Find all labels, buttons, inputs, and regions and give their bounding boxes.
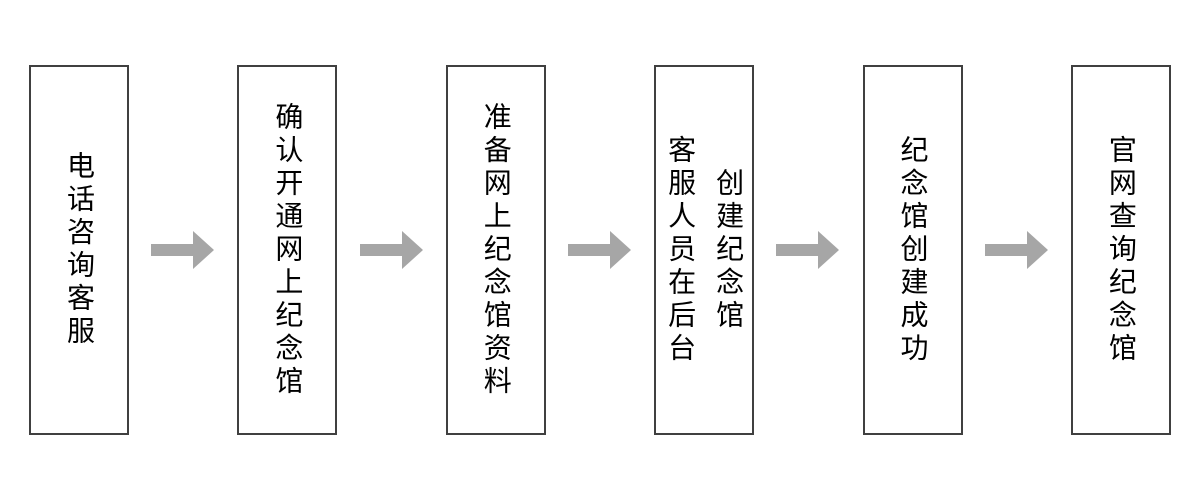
- flow-step-label: 官网查询纪念馆: [1105, 134, 1137, 366]
- arrow-right-icon: [776, 231, 840, 269]
- flow-step-2: 确认开通网上纪念馆: [237, 65, 338, 435]
- flow-step-label: 纪念馆创建成功: [897, 134, 929, 366]
- flow-step-6: 官网查询纪念馆: [1070, 65, 1171, 435]
- flow-step-label: 电话咨询客服: [64, 151, 95, 349]
- arrow-right-icon: [984, 231, 1048, 269]
- flow-step-3: 准备网上纪念馆资料: [445, 65, 546, 435]
- flow-step-label: 准备网上纪念馆资料: [480, 101, 512, 399]
- flow-step-5: 纪念馆创建成功: [862, 65, 963, 435]
- arrow-right-icon: [359, 231, 423, 269]
- flow-step-4: 客服人员在后台 创建纪念馆: [654, 65, 755, 435]
- flow-step-1: 电话咨询客服: [29, 65, 129, 435]
- flow-step-label: 客服人员在后台 创建纪念馆: [665, 134, 745, 366]
- arrow-right-icon: [151, 231, 215, 269]
- flow-step-label: 确认开通网上纪念馆: [272, 101, 304, 399]
- arrow-right-icon: [567, 231, 631, 269]
